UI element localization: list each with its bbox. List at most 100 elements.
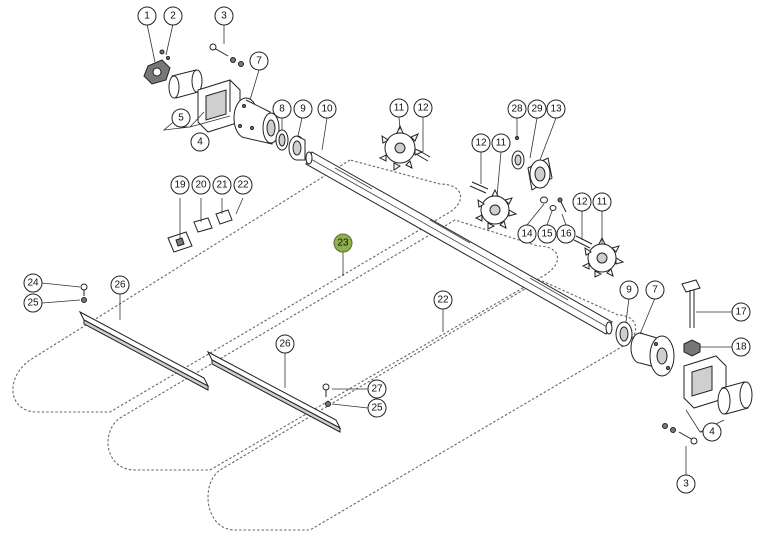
callout-26-left: 26 xyxy=(110,275,130,295)
slat-right xyxy=(206,350,342,433)
callout-number: 13 xyxy=(550,104,562,115)
sprocket-upper xyxy=(378,124,431,171)
callout-11-middle: 11 xyxy=(491,133,511,153)
bearing-insert xyxy=(168,69,203,99)
sprocket-middle xyxy=(469,181,518,230)
callout-number: 24 xyxy=(27,278,39,289)
chain-link-parts xyxy=(167,209,233,253)
flange-hub-right xyxy=(630,332,675,377)
callout-number: 11 xyxy=(597,197,608,208)
callout-11-right: 11 xyxy=(592,192,612,212)
callout-3-top: 3 xyxy=(214,6,234,26)
callout-7-left: 7 xyxy=(249,51,269,71)
callout-3-bottom: 3 xyxy=(676,474,696,494)
callout-20: 20 xyxy=(191,175,211,195)
callout-number: 14 xyxy=(521,229,533,240)
callout-13: 13 xyxy=(546,99,566,119)
callout-number: 8 xyxy=(279,104,285,115)
callout-number: 4 xyxy=(709,427,715,438)
callout-21: 21 xyxy=(212,175,232,195)
callout-number: 12 xyxy=(475,138,487,149)
callout-22-mid: 22 xyxy=(433,290,453,310)
callout-1: 1 xyxy=(137,6,157,26)
callout-15: 15 xyxy=(537,224,557,244)
chain-loop-2 xyxy=(107,219,558,471)
chain-loop-1 xyxy=(12,159,462,413)
callout-23-highlighted: 23 xyxy=(333,233,353,253)
callout-10: 10 xyxy=(317,99,337,119)
callout-number: 3 xyxy=(683,479,689,490)
callout-25-right: 25 xyxy=(367,398,387,418)
callout-24: 24 xyxy=(23,273,43,293)
callout-number: 5 xyxy=(178,113,184,124)
bolt-left xyxy=(209,43,244,67)
callout-22-top: 22 xyxy=(233,175,253,195)
callout-number: 1 xyxy=(144,11,150,22)
flange-nut xyxy=(143,59,171,85)
callout-number: 10 xyxy=(321,104,333,115)
callout-27: 27 xyxy=(367,379,387,399)
callout-number: 9 xyxy=(626,285,632,296)
callout-12-right: 12 xyxy=(572,192,592,212)
callout-26-right: 26 xyxy=(275,334,295,354)
callout-number: 20 xyxy=(195,180,207,191)
leader-lines xyxy=(41,23,741,484)
callout-12-upper: 12 xyxy=(413,98,433,118)
mid-bearing xyxy=(511,136,553,191)
callout-number: 12 xyxy=(576,197,588,208)
callout-11-upper: 11 xyxy=(389,98,409,118)
callout-number: 7 xyxy=(256,56,262,67)
tension-bolt xyxy=(681,279,701,357)
sprocket-right xyxy=(573,235,625,278)
ring-8 xyxy=(275,129,289,151)
chain-loops xyxy=(12,159,637,531)
callout-number: 12 xyxy=(417,103,429,114)
bearing-9-right xyxy=(615,321,633,347)
callout-9-right: 9 xyxy=(619,280,639,300)
callout-number: 3 xyxy=(221,11,227,22)
callout-9-left: 9 xyxy=(293,99,313,119)
callout-12-middle: 12 xyxy=(471,133,491,153)
chain-loop-3 xyxy=(207,279,637,531)
callout-number: 21 xyxy=(216,180,228,191)
callout-number: 25 xyxy=(27,298,39,309)
slat-screws xyxy=(80,283,331,407)
callout-number: 28 xyxy=(511,104,523,115)
callout-5: 5 xyxy=(171,108,191,128)
right-bearing-assembly xyxy=(615,279,753,445)
main-shaft xyxy=(305,151,613,335)
callout-4-left: 4 xyxy=(190,132,210,152)
callout-number: 19 xyxy=(174,180,186,191)
callout-29: 29 xyxy=(527,99,547,119)
bearing-housing-right xyxy=(683,355,727,409)
bearing-insert-right xyxy=(717,381,753,415)
callout-17: 17 xyxy=(731,302,751,322)
callout-19: 19 xyxy=(170,175,190,195)
bearing-9-left xyxy=(288,135,306,161)
callout-number: 15 xyxy=(541,229,553,240)
callout-number: 7 xyxy=(652,285,658,296)
callout-28: 28 xyxy=(507,99,527,119)
callout-number: 9 xyxy=(300,104,306,115)
callout-number: 26 xyxy=(279,339,291,350)
callout-25-left: 25 xyxy=(23,293,43,313)
callout-14: 14 xyxy=(517,224,537,244)
callout-4-right: 4 xyxy=(702,422,722,442)
callout-number: 11 xyxy=(394,103,405,114)
washer-set xyxy=(540,196,567,213)
callout-18: 18 xyxy=(731,337,751,357)
callout-number: 25 xyxy=(371,403,383,414)
slat-left xyxy=(78,310,210,391)
bearing-housing xyxy=(197,79,241,133)
callout-number: 2 xyxy=(170,11,176,22)
left-bearing-assembly xyxy=(143,43,306,161)
callout-number: 17 xyxy=(735,307,747,318)
callout-8: 8 xyxy=(272,99,292,119)
callout-number: 26 xyxy=(114,280,126,291)
flange-hub-left xyxy=(233,97,280,145)
callout-number: 23 xyxy=(337,238,349,249)
callout-number: 4 xyxy=(197,137,203,148)
callout-number: 11 xyxy=(496,138,507,149)
callout-number: 18 xyxy=(735,342,747,353)
